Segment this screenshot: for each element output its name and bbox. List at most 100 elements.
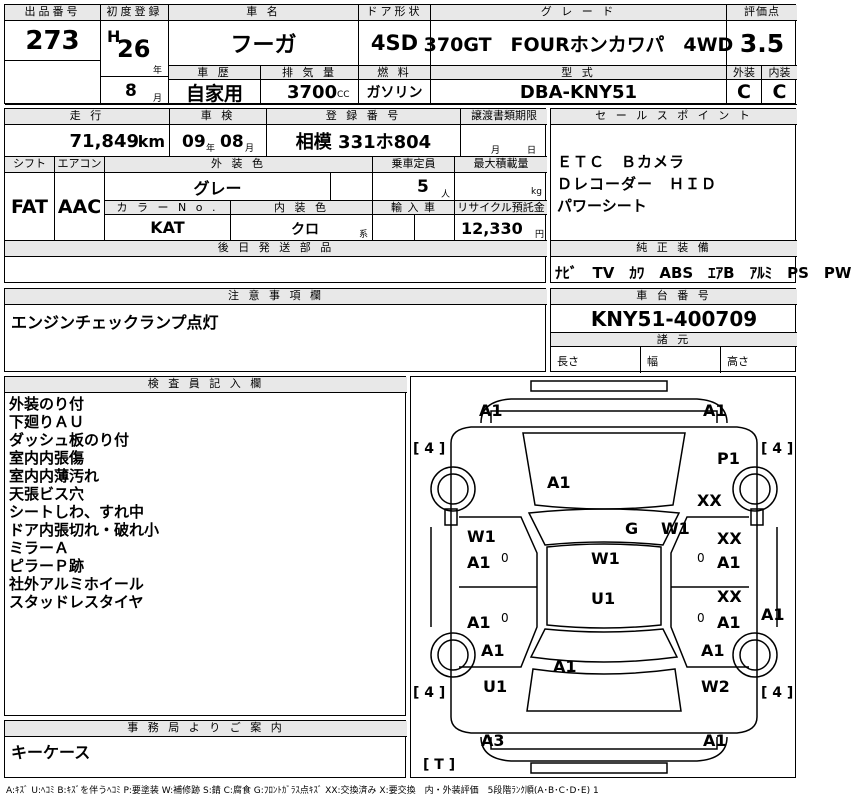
inspector-line: ドア内張切れ・破れ小 xyxy=(9,521,160,539)
inspector-line: 天張ビス穴 xyxy=(9,485,85,503)
later-parts-label: 後 日 発 送 部 品 xyxy=(5,241,547,257)
fuel-label: 燃 料 xyxy=(359,66,431,80)
sales-label: セ ー ル ス ポ イ ン ト xyxy=(551,109,797,125)
inspection-cell: 09 年 08 月 xyxy=(170,125,267,157)
capacity-label: 乗車定員 xyxy=(373,157,455,173)
lot-empty xyxy=(5,61,101,105)
transfer-label: 譲渡書類期限 xyxy=(461,109,547,125)
displacement-label: 排 気 量 xyxy=(261,66,359,80)
inspector-line: ミラーＡ xyxy=(9,539,70,557)
tread-fr: [ 4 ] xyxy=(761,441,794,457)
inspector-line: 外装のり付 xyxy=(9,395,85,413)
model: DBA-KNY51 xyxy=(431,80,727,105)
int-color: クロ xyxy=(291,222,319,238)
car-name-label: 車 名 xyxy=(169,5,359,21)
first-reg-label: 初度登録 xyxy=(101,5,169,21)
mark-zero-l1: 0 xyxy=(501,551,509,565)
import-cell xyxy=(373,215,455,241)
mark-g: G xyxy=(625,519,639,538)
grade-label: グ レ ー ド xyxy=(431,5,727,21)
reg-number: 相模 331ホ804 xyxy=(267,125,461,157)
office-block: 事 務 局 よ り ご 案 内 キーケース xyxy=(4,720,407,778)
load-label: 最大積載量 xyxy=(455,157,547,173)
mark-a1-rd1: A1 xyxy=(717,553,741,572)
lot-label: 出品番号 xyxy=(5,5,101,21)
width-cell: 幅 xyxy=(641,347,721,373)
notes-label: 注 意 事 項 欄 xyxy=(5,289,547,305)
chassis-number: KNY51-400709 xyxy=(551,305,797,333)
score: 3.5 xyxy=(727,21,797,66)
mark-front-l: A1 xyxy=(479,401,503,420)
mileage-label: 走 行 xyxy=(5,109,170,125)
inspector-line: 下廻りＡＵ xyxy=(9,413,85,431)
insp-month: 08 xyxy=(220,132,244,152)
import-label: 輸 入 車 xyxy=(373,201,455,215)
mileage: 71,849 xyxy=(69,131,139,152)
mark-front-r: A1 xyxy=(703,401,727,420)
transfer-month: 月 xyxy=(491,146,501,156)
history-label: 車 歴 xyxy=(169,66,261,80)
equip-label: 純 正 装 備 xyxy=(551,241,797,257)
capacity-cell: 5 人 xyxy=(373,173,455,201)
color-no-label: カ ラ ー N o . xyxy=(105,201,231,215)
mark-w1-l: W1 xyxy=(467,527,496,546)
year-unit: 年 xyxy=(153,66,163,76)
mark-a3: A3 xyxy=(481,731,505,750)
height-label: 高さ xyxy=(727,355,749,368)
history: 自家用 xyxy=(169,80,261,105)
shift: FAT xyxy=(5,173,55,241)
recycle: 12,330 xyxy=(461,219,523,238)
sales-line-2: Ｄレコーダー ＨＩＤ xyxy=(557,175,718,193)
length-cell: 長さ xyxy=(551,347,641,373)
ext-grade: C xyxy=(727,80,762,105)
length-label: 長さ xyxy=(557,355,579,368)
recycle-cell: 12,330 円 xyxy=(455,215,547,241)
mark-a1-far: A1 xyxy=(761,605,785,624)
sales-point-block: セ ー ル ス ポ イ ン ト ＥＴＣ Ｂカメラ Ｄレコーダー ＨＩＤ パワーシ… xyxy=(550,108,851,283)
reg-label: 登 録 番 号 xyxy=(267,109,461,125)
int-color-label: 内 装 色 xyxy=(231,201,373,215)
notes-block: 注 意 事 項 欄 エンジンチェックランプ点灯 xyxy=(4,288,547,372)
height-cell: 高さ xyxy=(721,347,797,373)
capacity: 5 xyxy=(417,177,429,197)
mark-u1: U1 xyxy=(483,677,508,696)
model-label: 型 式 xyxy=(431,66,727,80)
car-outline xyxy=(430,380,778,774)
tread-rl: [ 4 ] xyxy=(413,685,446,701)
mark-xx-rd: XX xyxy=(717,529,742,548)
legend: A:ｷｽﾞ U:ﾍｺﾐ B:ｷｽﾞを伴うﾍｺﾐ P:要塗装 W:補修跡 S:錆 … xyxy=(6,786,599,796)
inspector-line: シートしわ、すれ中 xyxy=(9,503,145,521)
mark-a1-ld1: A1 xyxy=(467,553,491,572)
inspection-label: 車 検 xyxy=(170,109,267,125)
car-diagram: [ 4 ] [ 4 ] [ 4 ] [ 4 ] [ T ] A1 A1 P1 X… xyxy=(410,376,796,778)
insp-year: 09 xyxy=(182,132,206,152)
mark-xx-fender: XX xyxy=(697,491,722,510)
inspector-line: ピラーＰ跡 xyxy=(9,557,85,575)
displacement-unit: CC xyxy=(337,90,350,100)
mark-a1-r2: A1 xyxy=(717,613,741,632)
inspector-label: 検 査 員 記 入 欄 xyxy=(5,377,407,393)
month-unit: 月 xyxy=(153,94,163,104)
sales-lines: ＥＴＣ Ｂカメラ Ｄレコーダー ＨＩＤ パワーシート xyxy=(551,125,797,241)
inspector-line: スタッドレスタイヤ xyxy=(9,593,144,611)
insp-month-unit: 月 xyxy=(245,144,255,154)
chassis-label: 車 台 番 号 xyxy=(551,289,797,305)
first-reg-year: H 26 年 xyxy=(101,21,169,77)
insp-year-unit: 年 xyxy=(206,144,216,154)
color-label: 外 装 色 xyxy=(105,157,373,173)
mark-trunk-u: U1 xyxy=(591,589,616,608)
mark-w1-r: W1 xyxy=(661,519,690,538)
car-name: フーガ xyxy=(169,21,359,66)
mark-roof: W1 xyxy=(591,549,620,568)
int-grade: C xyxy=(762,80,797,105)
door-type: 4SD xyxy=(359,21,431,66)
inspector-line: 室内内張傷 xyxy=(9,449,85,467)
grade: 370GT FOURホンカワパ 4WD xyxy=(424,21,733,66)
details-block: 走 行 71,849 km 車 検 09 年 08 月 登 録 番 号 相模 3… xyxy=(4,108,547,283)
ext-label: 外装 xyxy=(727,66,762,80)
mileage-unit: km xyxy=(137,132,165,151)
inspector-line: 社外アルミホイール xyxy=(9,575,144,593)
shift-label: シフト xyxy=(5,157,55,173)
mark-xx-r2: XX xyxy=(717,587,742,606)
mark-w2: W2 xyxy=(701,677,730,696)
